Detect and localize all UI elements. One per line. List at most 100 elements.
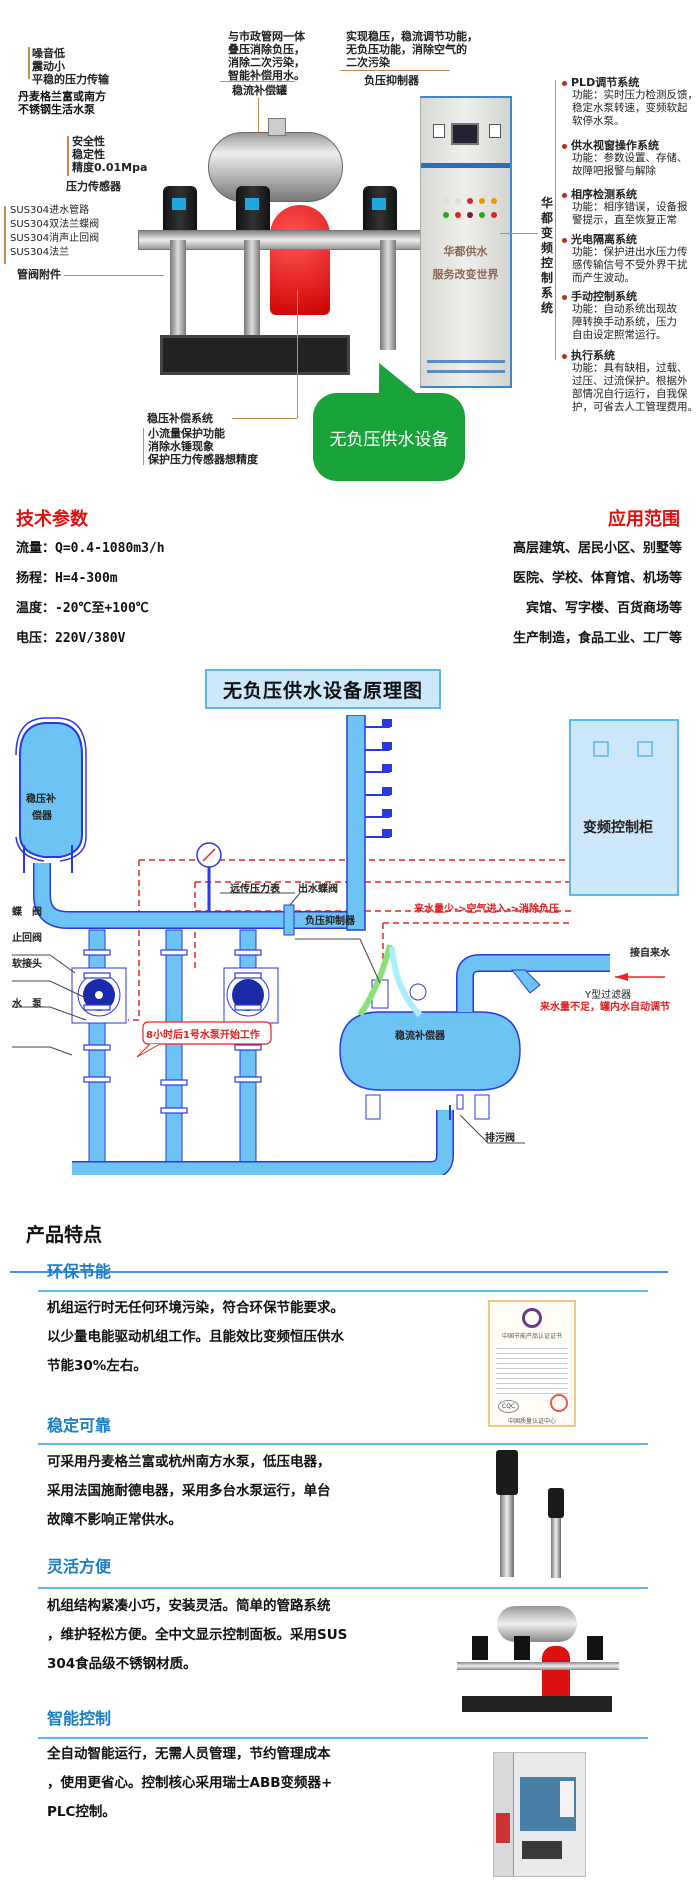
system-title: 手动控制系统 — [571, 290, 637, 303]
system-desc: 功能：保护进出水压力传 — [572, 246, 688, 258]
bracket-line — [28, 47, 30, 79]
fittings-title: 管阀附件 — [17, 268, 61, 281]
sensor-stability: 稳定性 — [72, 148, 105, 161]
divider — [340, 70, 450, 71]
leader-line — [500, 233, 538, 234]
tank-desc-3: 消除二次污染， — [228, 56, 305, 69]
divider — [38, 1587, 648, 1589]
text-line: 节能30%左右。 — [47, 1358, 147, 1374]
param-flow: 流量：Q=0.4-1080m3/h — [16, 541, 165, 556]
principle-diagram — [12, 715, 679, 1175]
text-line: 故障不影响正常供水。 — [47, 1512, 182, 1528]
system-desc: 部情况自行运行，自我保 — [572, 388, 688, 400]
sensor-precision: 精度0.01Mpa — [72, 161, 148, 174]
text-line: 采用法国施耐德电器，采用多台水泵运行，单台 — [47, 1483, 331, 1499]
bracket-line — [143, 428, 144, 465]
label-soft-joint: 软接头 — [12, 959, 42, 970]
suppressor-desc-1: 实现稳压，稳流调节功能， — [346, 30, 478, 43]
system-desc: 软停水泵。 — [572, 115, 625, 127]
application-item: 高层建筑、居民小区、别墅等 — [512, 541, 682, 556]
system-desc: 感传输信号不受外界干扰 — [572, 259, 688, 271]
application-title: 应用范围 — [608, 509, 680, 530]
system-desc: 功能：自动系统出现故 — [572, 303, 677, 315]
flow-compensator-tank — [339, 1011, 521, 1091]
system-desc: 自由设定照常运行。 — [572, 329, 667, 341]
application-item: 宾馆、写字楼、百货商场等 — [525, 601, 682, 616]
feature-pressure: 平稳的压力传输 — [32, 73, 109, 86]
bracket-line — [67, 136, 69, 176]
system-phase: 相序检测系统 功能：相序错误，设备报 警提示，直至恢复正常 — [562, 188, 700, 227]
param-voltage: 电压：220V/380V — [16, 631, 126, 646]
stabilizer-label-1: 稳压补 — [26, 794, 56, 805]
feature-text-eco: 机组运行时无任何环境污染，符合环保节能要求。 以少量电能驱动机组工作。且能效比变… — [47, 1294, 407, 1381]
taps — [365, 719, 392, 838]
pump-2 — [236, 186, 270, 236]
system-title: 执行系统 — [571, 349, 615, 362]
system-desc: 而产生波动。 — [572, 272, 635, 284]
equipment-base — [160, 335, 350, 375]
system-desc: 功能：相序错误，设备报 — [572, 201, 688, 213]
system-desc: 功能：参数设置、存储、 — [572, 152, 688, 164]
system-bracket — [555, 80, 556, 360]
system-pld: PLD调节系统 功能：实时压力检测反馈， 稳定水泵转速，变频软起 软停水泵。 — [562, 76, 700, 128]
cqc-mark: CQC — [498, 1400, 520, 1413]
pumps-image — [490, 1450, 580, 1580]
certificate-footer: 中国质量认证中心 — [507, 1418, 556, 1425]
divider — [38, 1737, 648, 1739]
comp-feature-1: 小流量保护功能 — [148, 427, 225, 440]
system-desc: 警提示，直至恢复正常 — [572, 214, 677, 226]
system-manual: 手动控制系统 功能：自动系统出现故 障转换手动系统，压力 自由设定照常运行。 — [562, 290, 700, 342]
tank-title: 稳流补偿罐 — [232, 84, 287, 97]
divider — [38, 1290, 648, 1292]
pump-brand-line1: 丹麦格兰富或南方 — [18, 90, 106, 103]
label-check-valve: 止回阀 — [12, 933, 42, 944]
system-desc: 过压、过流保护。根据外 — [572, 375, 688, 387]
comp-feature-3: 保护压力传感器想精度 — [148, 453, 258, 466]
cabinet-interior-image — [493, 1752, 586, 1877]
fitting-check: SUS304消声止回阀 — [10, 233, 100, 244]
label-pump: 水 泵 — [12, 999, 42, 1010]
system-desc: 稳定水泵转速，变频软起 — [572, 102, 688, 114]
tank-desc-1: 与市政管网一体 — [228, 30, 305, 43]
text-line: ，使用更省心。控制核心采用瑞士ABB变频器+ — [47, 1775, 333, 1791]
tank-desc-2: 叠压消除负压， — [228, 43, 305, 56]
label-control-cabinet: 变频控制柜 — [583, 820, 653, 836]
feature-vibration: 震动小 — [32, 60, 65, 73]
system-title: 光电隔离系统 — [571, 233, 637, 246]
divider — [220, 81, 295, 82]
feature-heading-flexible: 灵活方便 — [47, 1557, 112, 1576]
system-title: PLD调节系统 — [571, 76, 640, 89]
system-isolation: 光电隔离系统 功能：保护进出水压力传 感传输信号不受外界干扰 而产生波动。 — [562, 233, 700, 285]
system-title: 相序检测系统 — [571, 188, 637, 201]
application-item: 生产制造，食品工业、工厂等 — [512, 631, 682, 646]
sensor-safety: 安全性 — [72, 135, 105, 148]
suppressor-desc-2: 无负压功能，消除空气的 — [346, 43, 467, 56]
feature-noise: 噪音低 — [32, 47, 65, 60]
note-insufficient: 来水量不足，罐内水自动调节 — [540, 1002, 670, 1013]
label-remote-gauge: 远传压力表 — [230, 884, 280, 895]
label-flow-compensator: 稳流补偿器 — [395, 1031, 445, 1042]
text-line: 以少量电能驱动机组工作。且能效比变频恒压供水 — [47, 1329, 344, 1345]
pump-schedule-callout — [142, 1021, 272, 1045]
system-desc: 功能：实时压力检测反馈， — [572, 89, 698, 101]
equipment-image — [452, 1598, 624, 1716]
system-desc: 故障吧报警与解除 — [572, 165, 656, 177]
text-line: PLC控制。 — [47, 1804, 116, 1820]
suppressor-device — [268, 118, 286, 136]
system-title: 供水视窗操作系统 — [571, 139, 659, 152]
features-title: 产品特点 — [26, 1224, 103, 1246]
certificate-image: 中国节能产品认证证书 CQC 中国质量认证中心 — [488, 1300, 576, 1427]
pump-column — [380, 240, 396, 350]
label-y-filter: Y型过滤器 — [585, 990, 632, 1001]
text-line: 机组运行时无任何环境污染，符合环保节能要求。 — [47, 1300, 344, 1316]
suppressor-desc-3: 二次污染 — [346, 56, 390, 69]
certificate-logo-icon — [522, 1308, 542, 1328]
divider — [10, 1271, 668, 1273]
fitting-inlet: SUS304进水管路 — [10, 205, 90, 216]
fitting-flange: SUS304法兰 — [10, 247, 70, 258]
pump-column — [244, 240, 260, 350]
pump-column-2 — [165, 929, 183, 1171]
control-system-vertical-label: 华都变频控制系统 — [540, 196, 553, 315]
note-pump-schedule: 8小时后1号水泵开始工作 — [146, 1030, 260, 1041]
pressure-tank — [270, 205, 330, 315]
